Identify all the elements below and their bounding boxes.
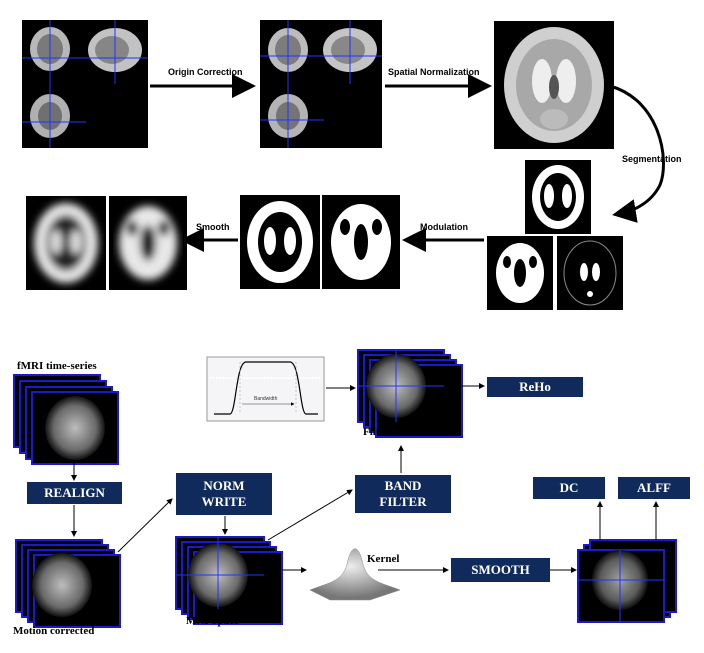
norm-write-line2: WRITE — [201, 494, 247, 509]
arrow-motion-to-normwrite — [117, 498, 173, 553]
arrow-segmentation — [609, 84, 665, 223]
smoothed-gm-image — [34, 203, 98, 283]
label-origin-correction: Origin Correction — [168, 67, 243, 77]
mni-space-stack — [175, 536, 283, 625]
kernel-surface — [309, 548, 401, 601]
norm-write-box: NORM WRITE — [176, 473, 272, 515]
segmented-wm-panel — [487, 236, 553, 310]
caption-mni-space: MNI Space — [186, 615, 239, 627]
original-scan-views — [22, 20, 148, 148]
smoothed-output-stack — [577, 539, 677, 623]
smoothed-gm-panel — [26, 196, 106, 290]
band-filter-box: BAND FILTER — [355, 475, 451, 513]
modulated-gm-panel — [240, 195, 320, 289]
modulated-wm-panel — [322, 195, 400, 289]
fmri-stack — [13, 374, 119, 465]
label-spatial-normalization: Spatial Normalization — [388, 67, 480, 77]
segmented-csf-image — [563, 240, 617, 306]
dc-box: DC — [533, 477, 605, 499]
label-smooth: Smooth — [196, 222, 230, 232]
origin-corrected-panel — [260, 20, 382, 148]
bandwidth-label: Bandwidth — [254, 396, 278, 402]
segmented-gm-panel — [525, 160, 591, 234]
bandpass-plot — [206, 356, 325, 422]
band-filter-line2: FILTER — [379, 494, 427, 509]
original-scan-panel — [22, 20, 148, 148]
realign-box: REALIGN — [27, 482, 122, 504]
label-modulation: Modulation — [420, 222, 468, 232]
caption-kernel: Kernel — [367, 553, 400, 565]
segmented-wm-image — [496, 243, 544, 303]
smoothed-wm-image — [119, 206, 177, 280]
normalized-brain-image — [504, 27, 604, 143]
reho-box: ReHo — [487, 377, 583, 397]
band-filter-line1: BAND — [384, 478, 422, 494]
smooth-box: SMOOTH — [451, 558, 550, 582]
modulated-wm-image — [331, 204, 391, 280]
norm-write-line1: NORM — [203, 478, 245, 494]
caption-filtered-mri: Filtered MRI — [363, 426, 426, 438]
motion-corrected-stack — [15, 539, 121, 628]
modulated-gm-image — [247, 201, 313, 283]
caption-fmri-series: fMRI time-series — [17, 360, 97, 372]
segmented-csf-panel — [557, 236, 623, 310]
filtered-mri-stack — [357, 349, 463, 438]
normalized-brain-panel — [494, 21, 614, 149]
caption-motion-corrected: Motion corrected — [13, 625, 95, 637]
segmented-gm-image — [532, 165, 584, 229]
origin-corrected-views — [260, 20, 382, 148]
label-segmentation: Segmentation — [622, 154, 682, 164]
smoothed-wm-panel — [109, 196, 187, 290]
arrow-mni-to-bandfilter — [267, 489, 353, 541]
alff-box: ALFF — [618, 477, 690, 499]
